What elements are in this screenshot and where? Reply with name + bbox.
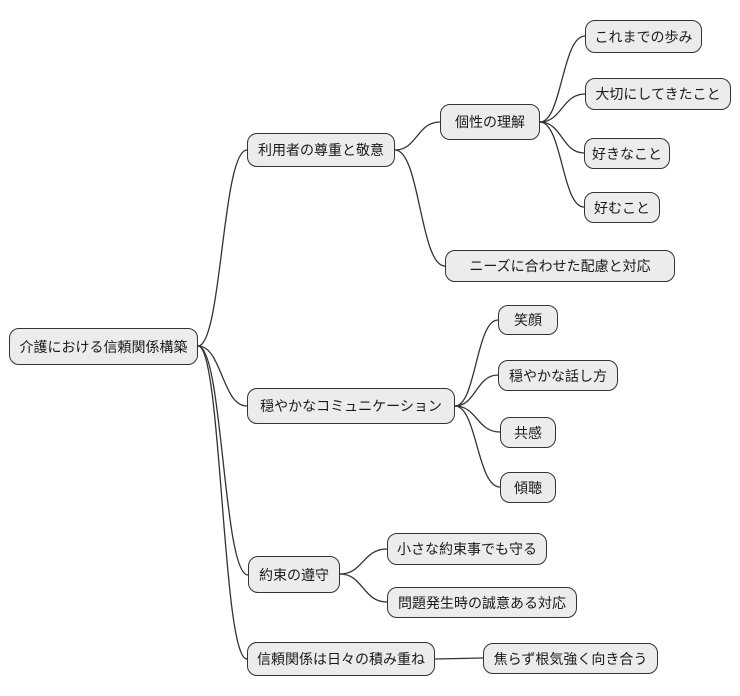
edge-calm-communication-listening — [454, 405, 501, 488]
edge-keeping-promises-small-promises — [339, 548, 388, 575]
mindmap-node-sincere-response: 問題発生時の誠意ある対応 — [387, 587, 577, 618]
mindmap-node-life-journey: これまでの歩み — [585, 20, 702, 53]
edge-calm-communication-smile — [454, 319, 499, 407]
edge-individuality-preferences — [539, 121, 585, 208]
mindmap-node-calm-speaking: 穏やかな話し方 — [498, 360, 618, 391]
edge-individuality-valued-things — [539, 93, 586, 123]
edge-root-respect — [197, 149, 248, 347]
edge-daily-accumulation-patient-engagement — [434, 657, 484, 660]
edge-calm-communication-calm-speaking — [454, 374, 499, 407]
edge-root-keeping-promises — [197, 345, 249, 576]
edge-root-calm-communication — [197, 345, 248, 407]
mindmap-node-smile: 笑顔 — [498, 305, 558, 335]
mindmap-node-likes: 好きなこと — [584, 138, 670, 169]
edge-calm-communication-empathy — [454, 405, 501, 433]
edge-individuality-likes — [539, 121, 585, 154]
edge-individuality-life-journey — [539, 35, 586, 123]
mindmap-node-patient-engagement: 焦らず根気強く向き合う — [483, 643, 658, 674]
edge-keeping-promises-sincere-response — [339, 573, 388, 603]
mindmap-node-calm-communication: 穏やかなコミュニケーション — [247, 388, 455, 424]
edge-respect-individuality — [394, 121, 441, 151]
mindmap-node-daily-accumulation: 信頼関係は日々の積み重ね — [247, 642, 435, 676]
mindmap-node-keeping-promises: 約束の遵守 — [248, 556, 340, 593]
mindmap-node-empathy: 共感 — [500, 417, 556, 448]
mindmap-node-individuality: 個性の理解 — [440, 104, 540, 140]
mindmap-node-respect: 利用者の尊重と敬意 — [247, 133, 395, 167]
edge-respect-needs-response — [394, 149, 446, 267]
mindmap-node-preferences: 好むこと — [584, 192, 660, 223]
mindmap-node-small-promises: 小さな約束事でも守る — [387, 533, 547, 565]
edge-root-daily-accumulation — [197, 345, 248, 660]
mindmap-node-valued-things: 大切にしてきたこと — [585, 78, 731, 110]
mindmap-node-root: 介護における信頼関係構築 — [9, 328, 198, 365]
mindmap-node-listening: 傾聴 — [500, 472, 556, 503]
mindmap-node-needs-response: ニーズに合わせた配慮と対応 — [445, 250, 675, 282]
